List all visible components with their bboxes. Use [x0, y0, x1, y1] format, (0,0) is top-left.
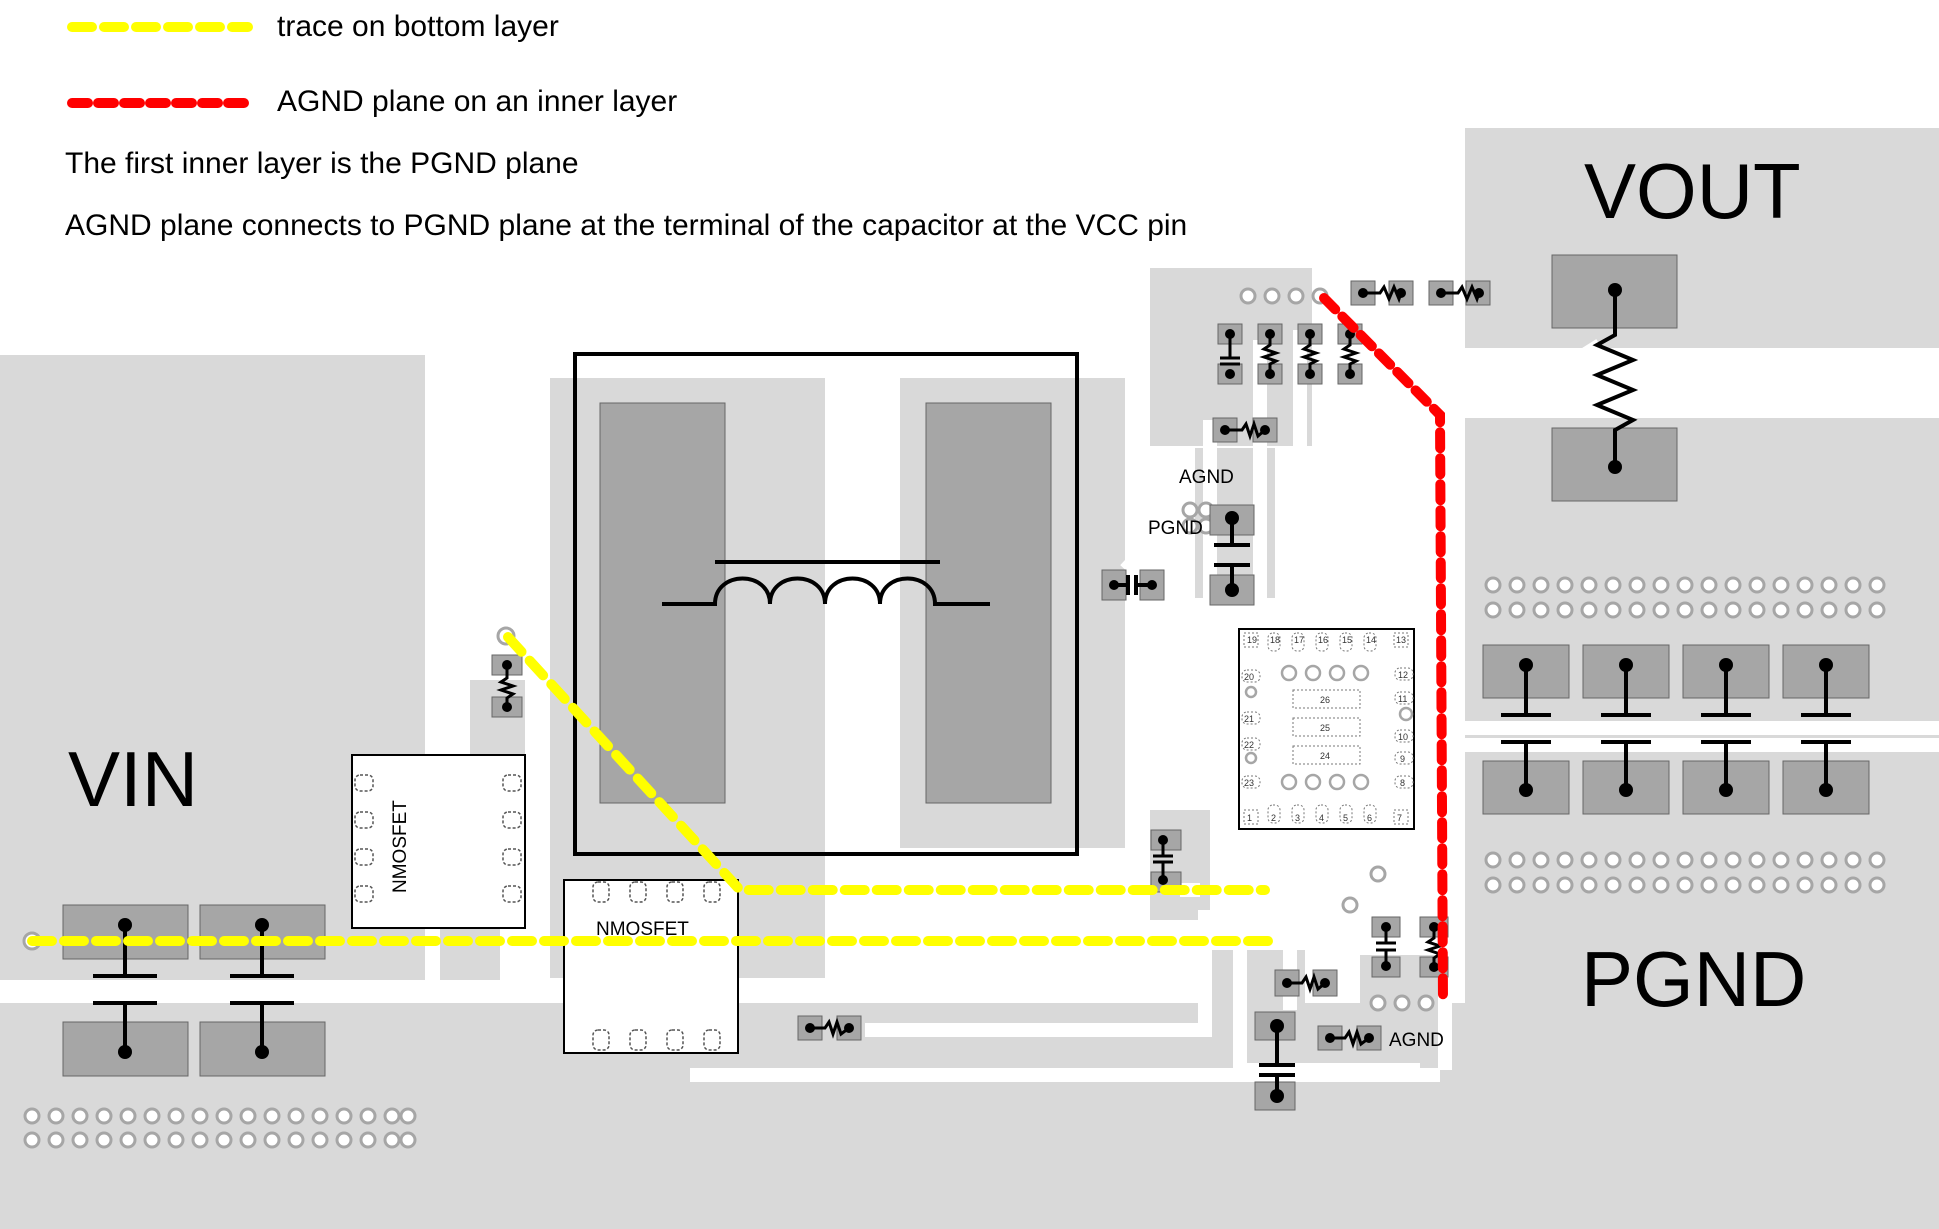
vin-label: VIN	[68, 735, 198, 823]
via-rows	[22, 287, 1886, 1149]
ic-package: 19 18 17 16 15 14 13 12 11 10 9 8 1 2 3 …	[1238, 628, 1415, 830]
note-pgnd-plane: The first inner layer is the PGND plane	[65, 147, 579, 180]
pin-14: 14	[1366, 635, 1376, 645]
pin-1: 1	[1247, 813, 1252, 823]
pin-9: 9	[1400, 754, 1405, 764]
mosfets	[351, 754, 739, 1054]
pin-15: 15	[1342, 635, 1352, 645]
mosfet-right	[563, 879, 739, 1054]
pin-23: 23	[1244, 778, 1254, 788]
agnd-bottom-label: AGND	[1389, 1030, 1444, 1051]
pad-25: 25	[1320, 723, 1330, 733]
pin-13: 13	[1396, 635, 1406, 645]
pin-17: 17	[1294, 635, 1304, 645]
ic-pin-numbers: 19 18 17 16 15 14 13 12 11 10 9 8 1 2 3 …	[1244, 635, 1408, 823]
pgnd-label: PGND	[1581, 935, 1806, 1023]
legend-red-label: AGND plane on an inner layer	[277, 85, 677, 118]
terminal-dots	[118, 283, 1833, 1103]
pin-4: 4	[1319, 813, 1324, 823]
cap-mid-pour	[1150, 810, 1210, 920]
pin-3: 3	[1295, 813, 1300, 823]
vias-left-bottom	[23, 1107, 417, 1149]
pad-24: 24	[1320, 751, 1330, 761]
pin-5: 5	[1343, 813, 1348, 823]
agnd-top-label: AGND	[1179, 467, 1234, 488]
pin-20: 20	[1244, 672, 1254, 682]
agnd-plane-path	[1319, 293, 1448, 1008]
mosfet-left	[351, 754, 526, 929]
vout-label: VOUT	[1584, 147, 1801, 235]
copper-pours	[0, 128, 1939, 1229]
pin-7: 7	[1397, 813, 1402, 823]
pin-11: 11	[1398, 694, 1407, 704]
pin-16: 16	[1318, 635, 1328, 645]
vias-misc	[22, 287, 1435, 1012]
pin-12: 12	[1398, 670, 1408, 680]
mosfet-left-label: NMOSFET	[390, 800, 411, 893]
vout-pour	[1465, 128, 1939, 348]
pin-2: 2	[1271, 813, 1276, 823]
labels: VOUT VIN PGND AGND PGND AGND NMOSFET NMO…	[68, 147, 1806, 1051]
inductor	[573, 352, 1079, 856]
pad-26: 26	[1320, 695, 1330, 705]
bottom-layer-traces	[27, 632, 1275, 946]
pin-6: 6	[1367, 813, 1372, 823]
note-agnd-connection: AGND plane connects to PGND plane at the…	[65, 209, 1187, 242]
vias-right-bottom	[1484, 851, 1886, 894]
pin-22: 22	[1244, 740, 1254, 750]
pin-18: 18	[1270, 635, 1280, 645]
capacitor-icon	[93, 518, 1851, 1096]
vias-right-top	[1484, 576, 1886, 619]
pin-8: 8	[1400, 778, 1405, 788]
legend-yellow-label: trace on bottom layer	[277, 10, 559, 43]
pin-21: 21	[1244, 714, 1254, 724]
traces	[0, 295, 1939, 1082]
mosfet-right-label: NMOSFET	[596, 919, 689, 940]
inductor-coil-icon	[662, 576, 990, 606]
pin-19: 19	[1247, 635, 1257, 645]
resistor-icon	[496, 283, 1639, 1049]
pgnd-small-label: PGND	[1148, 518, 1203, 539]
pin-10: 10	[1398, 732, 1408, 742]
legend: trace on bottom layer AGND plane on an i…	[65, 10, 1187, 242]
